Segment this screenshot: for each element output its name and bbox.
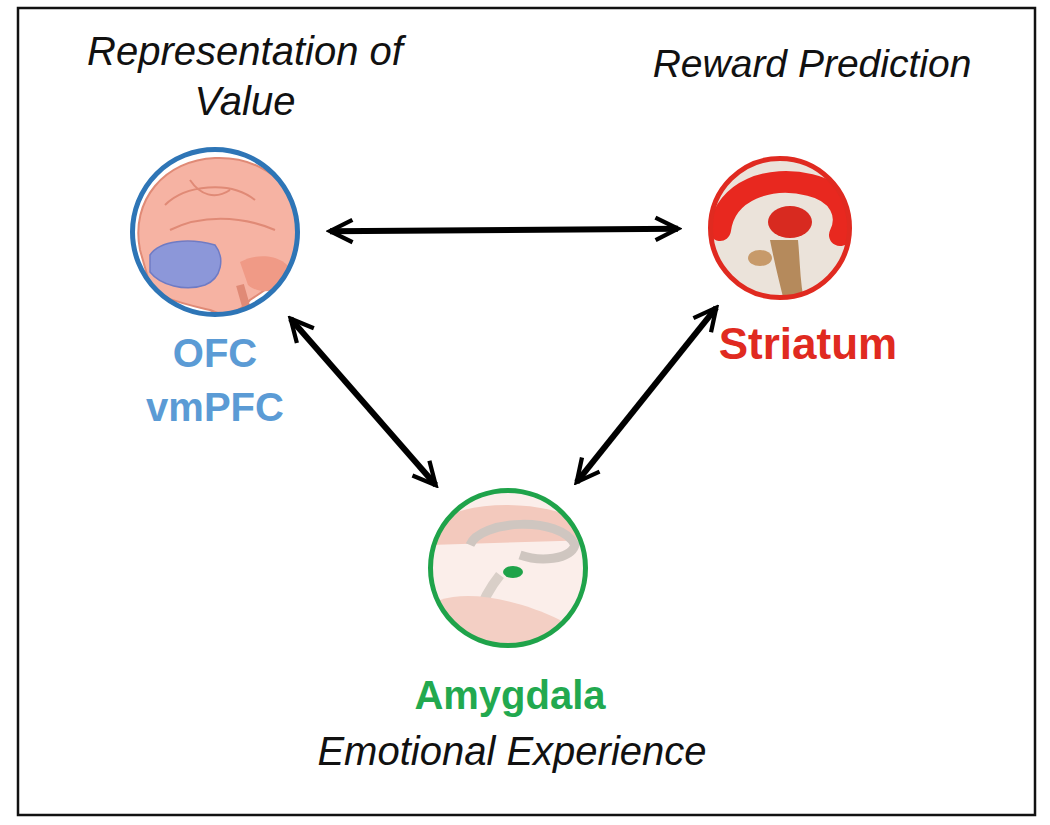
function-heading: Reward Prediction <box>597 40 1027 89</box>
striatum-illustration <box>708 156 852 305</box>
amygdala-illustration <box>428 488 590 660</box>
amygdala-circle: AmygdalaEmotional Experience <box>428 488 588 648</box>
frame <box>18 8 1035 815</box>
circle-outline <box>428 488 588 648</box>
striatum-circle: Reward PredictionStriatum <box>708 156 852 300</box>
double-arrow <box>577 308 717 482</box>
region-name: OFC vmPFC <box>130 326 300 434</box>
circle-border <box>431 491 586 646</box>
double-arrow <box>330 229 678 231</box>
circle-outline <box>708 156 852 300</box>
circle-border <box>133 150 298 315</box>
circle-outline <box>130 147 300 317</box>
function-heading: Emotional Experience <box>262 726 762 776</box>
function-heading: Representation of Value <box>35 26 455 126</box>
double-arrow <box>291 319 436 485</box>
region-name: Amygdala <box>350 670 670 720</box>
circle-border <box>711 159 850 298</box>
ofc-circle: Representation of ValueOFC vmPFC <box>130 147 300 317</box>
brain-illustration <box>130 147 305 320</box>
region-name: Striatum <box>673 316 943 371</box>
